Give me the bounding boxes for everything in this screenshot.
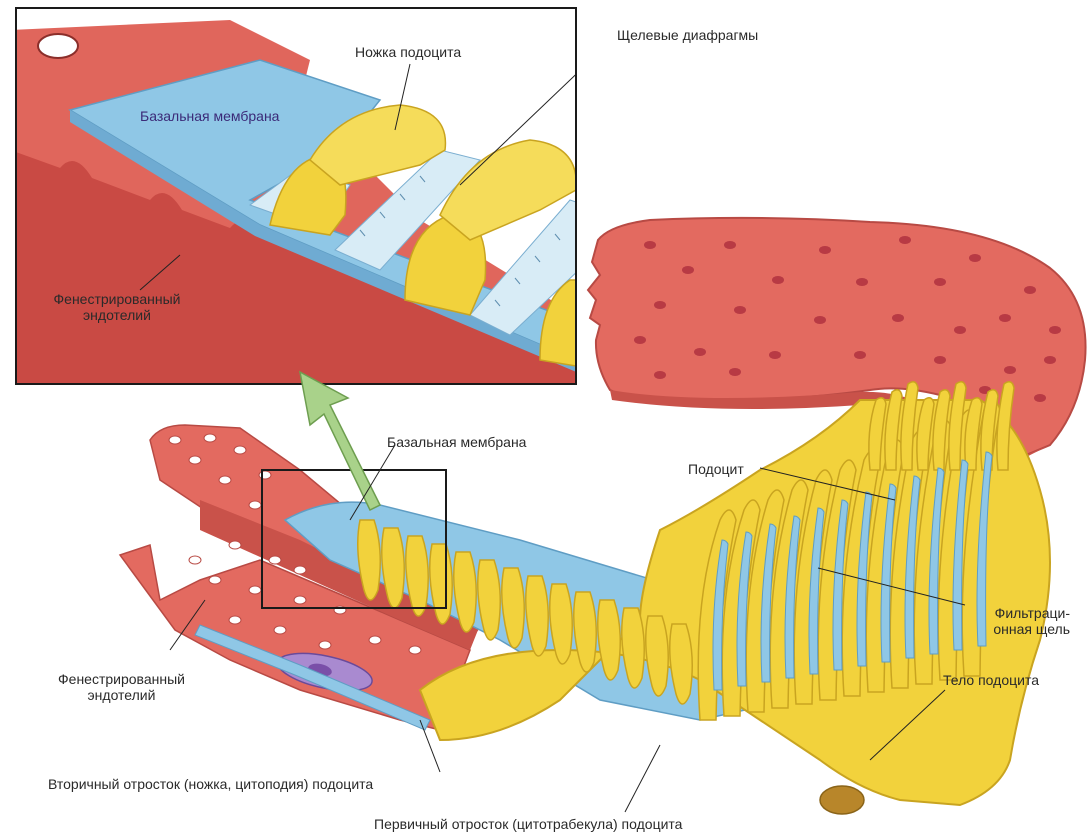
podocyte-nucleus <box>820 786 864 814</box>
label-slit-diaphragms: Щелевые диафрагмы <box>617 27 758 43</box>
label-inset-fenestrated-endothelium: Фенестрированный эндотелий <box>42 291 192 323</box>
label-inset-fenestrated-line2: эндотелий <box>42 307 192 323</box>
label-filtration-slit-line1: Фильтраци- <box>960 605 1070 621</box>
label-fenestrated-line2: эндотелий <box>34 687 209 703</box>
label-fenestrated-line1: Фенестрированный <box>34 671 209 687</box>
label-fenestrated-endothelium: Фенестрированный эндотелий <box>34 671 209 703</box>
label-basal-membrane: Базальная мембрана <box>387 434 526 450</box>
label-filtration-slit: Фильтраци- онная щель <box>960 605 1070 637</box>
label-primary-process: Первичный отросток (цитотрабекула) подоц… <box>374 816 682 832</box>
label-filtration-slit-line2: онная щель <box>960 621 1070 637</box>
label-inset-fenestrated-line1: Фенестрированный <box>42 291 192 307</box>
label-podocyte: Подоцит <box>688 461 744 477</box>
label-secondary-process: Вторичный отросток (ножка, цитоподия) по… <box>48 776 373 792</box>
inset-fenestra <box>38 34 78 58</box>
label-podocyte-foot: Ножка подоцита <box>355 44 461 60</box>
label-podocyte-body: Тело подоцита <box>943 672 1039 688</box>
label-inset-basal-membrane: Базальная мембрана <box>140 108 279 124</box>
inset-panel <box>10 8 612 400</box>
